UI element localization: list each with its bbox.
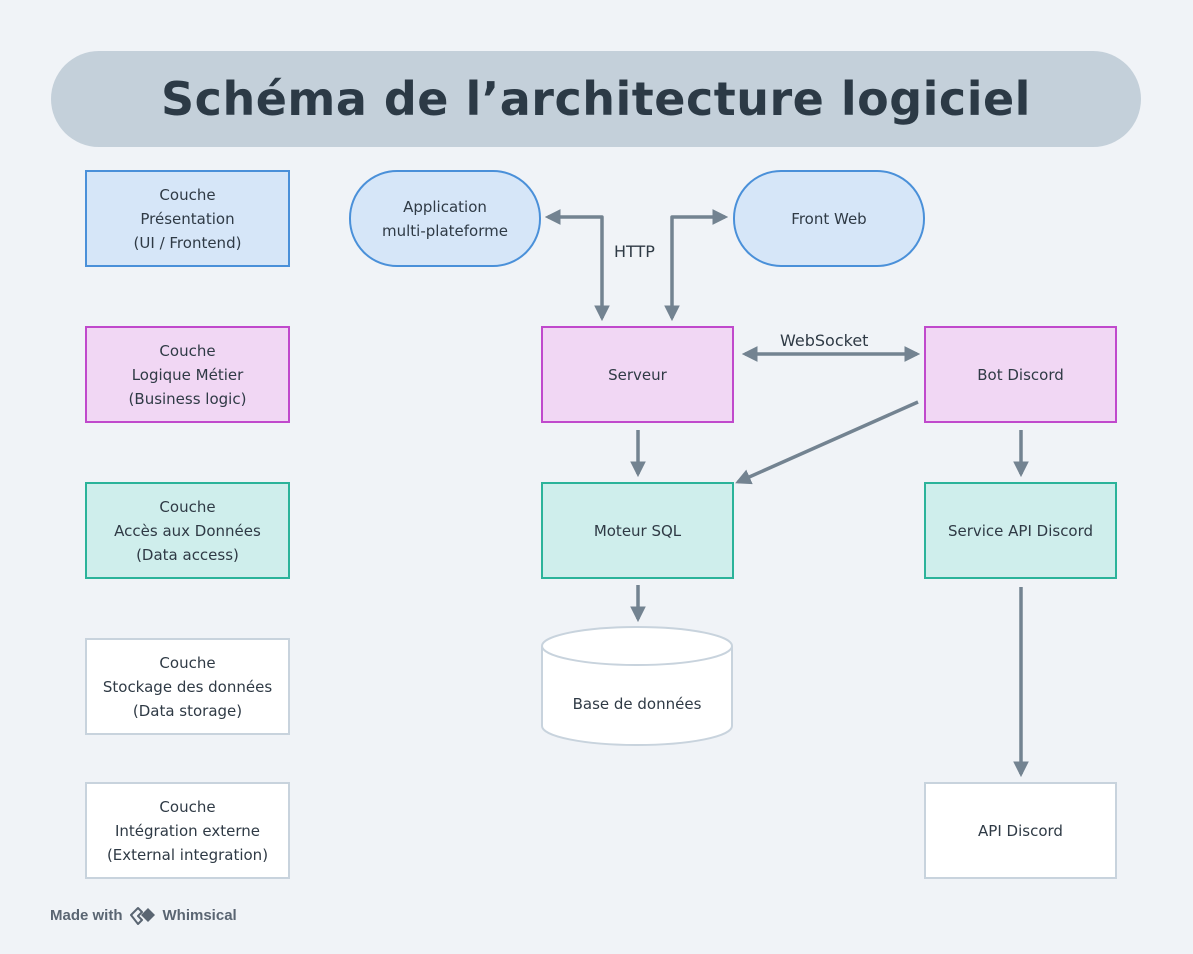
database-cylinder: [541, 626, 733, 746]
node-sql-engine[interactable]: Moteur SQL: [541, 482, 734, 579]
page-title: Schéma de l’architecture logiciel: [161, 72, 1031, 126]
node-database-label: Base de données: [572, 695, 702, 713]
node-discord-api-service-label: Service API Discord: [947, 521, 1094, 540]
node-front-web-label: Front Web: [791, 209, 867, 228]
layer-external-integration[interactable]: Couche Intégration externe (External int…: [85, 782, 290, 879]
node-discord-api-service[interactable]: Service API Discord: [924, 482, 1117, 579]
node-server-label: Serveur: [608, 365, 667, 384]
node-discord-api[interactable]: API Discord: [924, 782, 1117, 879]
edge-label-websocket: WebSocket: [780, 331, 869, 350]
footer-made-with-text: Made with: [50, 906, 123, 924]
layer-external-integration-label: Couche Intégration externe (External int…: [106, 797, 269, 864]
node-front-web[interactable]: Front Web: [733, 170, 925, 267]
layer-data-storage[interactable]: Couche Stockage des données (Data storag…: [85, 638, 290, 735]
edge-label-http: HTTP: [614, 242, 655, 261]
layer-data-storage-label: Couche Stockage des données (Data storag…: [102, 653, 273, 720]
layer-presentation-label: Couche Présentation (UI / Frontend): [133, 185, 242, 252]
layer-business-logic-label: Couche Logique Métier (Business logic): [128, 341, 247, 408]
layer-data-access-label: Couche Accès aux Données (Data access): [114, 497, 261, 564]
node-bot-discord-label: Bot Discord: [977, 365, 1064, 384]
layer-presentation[interactable]: Couche Présentation (UI / Frontend): [85, 170, 290, 267]
arrow-server-front: [664, 209, 729, 322]
node-application[interactable]: Application multi-plateforme: [349, 170, 541, 267]
node-application-label: Application multi-plateforme: [382, 197, 508, 240]
layer-data-access[interactable]: Couche Accès aux Données (Data access): [85, 482, 290, 579]
node-sql-engine-label: Moteur SQL: [593, 521, 682, 540]
arrow-app-server: [544, 209, 610, 322]
node-server[interactable]: Serveur: [541, 326, 734, 423]
whimsical-logo-icon: [129, 907, 155, 925]
arrow-bot-sql: [735, 400, 919, 485]
node-bot-discord[interactable]: Bot Discord: [924, 326, 1117, 423]
footer-made-with[interactable]: Made with Whimsical: [50, 905, 237, 925]
layer-business-logic[interactable]: Couche Logique Métier (Business logic): [85, 326, 290, 423]
node-discord-api-label: API Discord: [978, 821, 1063, 840]
node-database[interactable]: Base de données: [542, 672, 732, 736]
title-bar: Schéma de l’architecture logiciel: [51, 51, 1141, 147]
footer-brand: Whimsical: [162, 906, 237, 924]
